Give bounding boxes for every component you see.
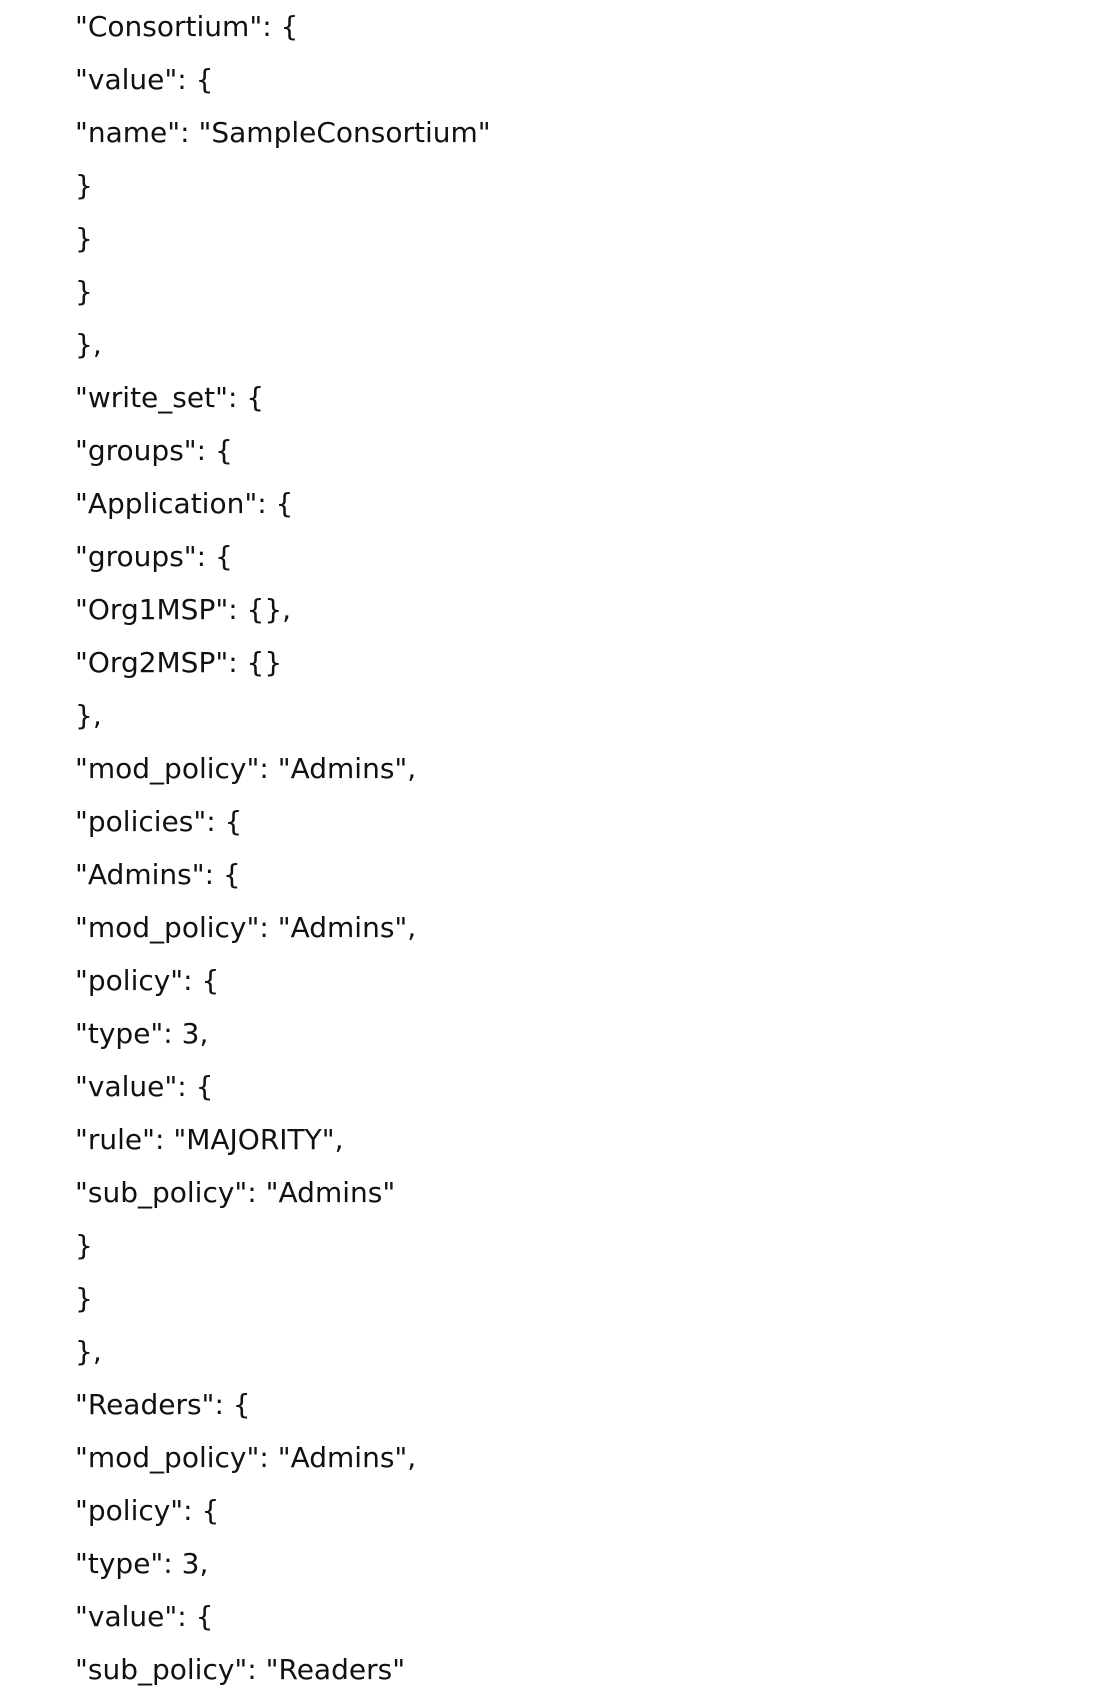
code-line: "mod_policy": "Admins", [75,752,417,785]
code-line: } [75,275,93,308]
code-line: "mod_policy": "Admins", [75,1441,417,1474]
code-line: "Application": { [75,487,294,520]
code-line: "sub_policy": "Admins" [75,1176,396,1209]
code-line: }, [75,699,102,732]
code-line: "policy": { [75,1494,220,1527]
code-line: "write_set": { [75,381,265,414]
code-line: }, [75,1335,102,1368]
code-line: "groups": { [75,540,233,573]
code-line: "value": { [75,1600,214,1633]
code-line: "Readers": { [75,1388,251,1421]
json-document: "Consortium": { "value": { "name": "Samp… [75,0,1075,1692]
code-line: "type": 3, [75,1547,209,1580]
code-line: }, [75,328,102,361]
code-line: "rule": "MAJORITY", [75,1123,344,1156]
code-line: "Admins": { [75,858,241,891]
code-line: "name": "SampleConsortium" [75,116,491,149]
code-line: } [75,1282,93,1315]
code-line: } [75,222,93,255]
code-line: "type": 3, [75,1017,209,1050]
code-line: "policies": { [75,805,243,838]
code-line: } [75,1229,93,1262]
code-line: "value": { [75,63,214,96]
code-line: "mod_policy": "Admins", [75,911,417,944]
code-line: } [75,169,93,202]
code-line: "Consortium": { [75,10,299,43]
code-line: "groups": { [75,434,233,467]
code-line: "Org2MSP": {} [75,646,283,679]
code-line: "value": { [75,1070,214,1103]
code-line: "policy": { [75,964,220,997]
code-line: "sub_policy": "Readers" [75,1653,406,1686]
code-line: "Org1MSP": {}, [75,593,292,626]
